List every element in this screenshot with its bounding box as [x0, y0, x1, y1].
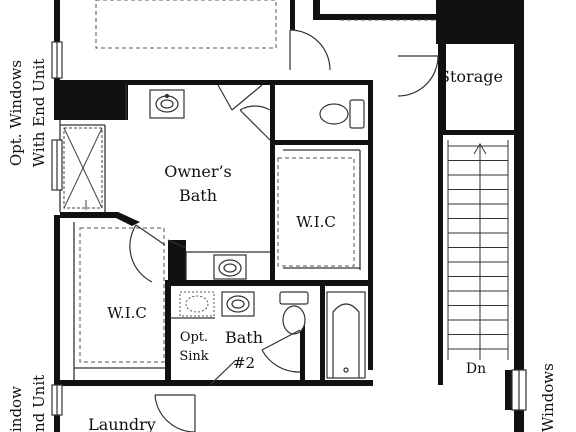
- door-swing-icon: [129, 29, 439, 432]
- stairs-icon: [447, 140, 509, 360]
- bathtub-icon: [326, 291, 366, 379]
- laundry-label: Laundry: [88, 415, 156, 432]
- opt-sink-icon: [179, 291, 215, 317]
- wall-bath-right: [368, 80, 373, 370]
- wall-bath2-tub-left: [320, 280, 325, 386]
- sink-icon: [221, 291, 255, 317]
- opt-windows-bottom-label: indow: [7, 386, 25, 432]
- wall-stair-bottom-right: [505, 370, 515, 410]
- wall-bath-mid: [270, 85, 275, 285]
- opt-sink-label: Sink: [179, 349, 208, 364]
- dashed-lines: [79, 0, 436, 363]
- opt-windows-right-label: Windows: [539, 363, 557, 432]
- wic-right-label: W.I.C: [296, 213, 336, 231]
- toilet-icon: [279, 291, 309, 335]
- wall-top-owners-bath: [126, 80, 372, 85]
- bath2-label: Bath: [225, 328, 263, 347]
- interior-lines: [59, 84, 361, 380]
- opt-sink-label: Opt.: [180, 330, 208, 345]
- owners-bath-label: Owner’s: [164, 162, 232, 181]
- opt-windows-label: With End Unit: [30, 59, 48, 168]
- wall-block-top-left: [54, 80, 128, 120]
- wall-block-top-right: [436, 0, 516, 44]
- wall-left-lower: [54, 215, 60, 385]
- wall-wic-right: [165, 280, 171, 386]
- wall-bottom-left: [54, 380, 214, 386]
- side-labels: Opt. Windows With End Unit indow nd Unit…: [7, 59, 557, 432]
- wall-stair-left: [438, 135, 443, 385]
- toilet-icon: [319, 99, 365, 129]
- wall-toilet-room-bottom: [270, 140, 373, 145]
- stairs-down-label: Dn: [466, 361, 486, 377]
- wall-right-exterior: [514, 0, 524, 432]
- storage-label: Storage: [439, 67, 503, 86]
- shower-icon: [63, 127, 103, 210]
- windows: [51, 41, 527, 416]
- wall-bottom-right: [210, 380, 373, 386]
- wall-top-right-stub: [313, 0, 320, 20]
- wall-top-mid: [290, 0, 295, 30]
- opt-windows-bottom-label: nd Unit: [30, 375, 48, 432]
- wall-top-hall: [313, 14, 441, 20]
- wall-pillar-center: [168, 240, 186, 282]
- wall-shower-bottom: [60, 212, 140, 226]
- opt-windows-label: Opt. Windows: [7, 60, 25, 166]
- dashed-wic-left: [79, 227, 165, 363]
- dashed-wic-right: [277, 157, 355, 267]
- sink-icon: [149, 89, 185, 119]
- owners-bath-label: Bath: [179, 186, 217, 205]
- bath2-label: #2: [233, 354, 255, 372]
- wall-bath2-toilet-right: [300, 325, 305, 380]
- sink-icon: [213, 254, 247, 280]
- wic-left-label: W.I.C: [107, 304, 147, 322]
- room-labels: Owner’s Bath W.I.C W.I.C Storage Opt. Si…: [88, 67, 503, 432]
- dashed-top-room: [95, 0, 277, 49]
- wall-storage-bottom: [438, 130, 518, 135]
- wall-mid-horizontal: [165, 280, 373, 286]
- wall-storage-left: [438, 0, 446, 135]
